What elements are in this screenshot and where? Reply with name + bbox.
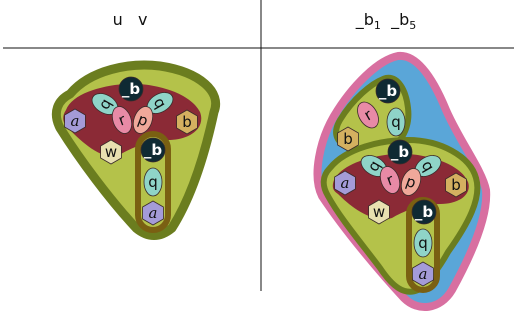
right-node-q3-label: q xyxy=(418,234,428,252)
right-node-b2-shape xyxy=(411,199,437,225)
right-node-t_q-label: q xyxy=(391,113,401,131)
left-node-a1: a xyxy=(64,108,86,134)
left-node-a2-shape xyxy=(142,200,164,226)
right-node-p-shape xyxy=(400,168,422,196)
right-node-t_bb-shape xyxy=(337,126,359,152)
right-node-t_q-shape xyxy=(386,107,406,137)
left-node-b2: _b xyxy=(140,137,166,163)
right-node-bb: b xyxy=(445,172,467,198)
right-node-t_b-shape xyxy=(375,78,401,104)
right-node-a1-shape xyxy=(334,170,356,196)
right-node-q1: q xyxy=(360,155,388,177)
right-node-t_bb-label: b xyxy=(343,130,353,148)
right-node-t_q: q xyxy=(386,107,406,137)
right-column-header: _b1 _b5 xyxy=(355,10,416,32)
right-node-p: p xyxy=(400,168,422,196)
left-node-b-label: _b xyxy=(122,80,141,98)
left-node-q3-shape xyxy=(143,167,163,197)
right-node-t_b: _b xyxy=(375,78,401,104)
left-node-a2-label: a xyxy=(149,204,158,222)
right-node-a1-label: a xyxy=(341,174,350,192)
right-node-r: r xyxy=(379,166,401,194)
right-node-q3-shape xyxy=(413,228,433,258)
left-node-b: _b xyxy=(118,76,144,102)
right-node-bb-shape xyxy=(445,172,467,198)
right-node-t_b-label: _b xyxy=(379,82,398,100)
left-node-q3: q xyxy=(143,167,163,197)
left-node-r: r xyxy=(111,106,133,134)
right-node-t_r: r xyxy=(357,101,379,129)
right-node-b2: _b xyxy=(411,199,437,225)
left-node-b-shape xyxy=(118,76,144,102)
right-node-w: w xyxy=(368,199,390,225)
right-node-a1: a xyxy=(334,170,356,196)
right-node-bb-label: b xyxy=(451,176,461,194)
left-node-a2: a xyxy=(142,200,164,226)
left-node-p-shape xyxy=(132,106,154,134)
left-node-b2-label: _b xyxy=(144,141,163,159)
left-node-w-label: w xyxy=(105,143,117,161)
right-node-b: _b xyxy=(387,139,413,165)
right-node-q3: q xyxy=(413,228,433,258)
left-node-q2: q xyxy=(146,92,174,114)
left-node-b2-shape xyxy=(140,137,166,163)
right-node-t_bb: b xyxy=(337,126,359,152)
right-node-w-shape xyxy=(368,199,390,225)
left-node-p: p xyxy=(132,106,154,134)
left-node-a1-shape xyxy=(64,108,86,134)
right-node-b-shape xyxy=(387,139,413,165)
right-node-a2: a xyxy=(412,261,434,287)
left-node-a1-label: a xyxy=(71,112,80,130)
left-node-r-shape xyxy=(111,106,133,134)
left-node-w: w xyxy=(100,139,122,165)
right-node-b-label: _b xyxy=(391,143,410,161)
left-column-header: u v xyxy=(113,10,148,29)
left-node-q1: q xyxy=(91,93,119,115)
left-node-bb-label: b xyxy=(182,113,192,131)
right-node-q2: q xyxy=(414,155,442,177)
right-node-a2-label: a xyxy=(419,265,428,283)
right-node-a2-shape xyxy=(412,261,434,287)
left-node-q3-label: q xyxy=(148,173,158,191)
left-node-w-shape xyxy=(100,139,122,165)
left-node-bb: b xyxy=(176,109,198,135)
left-node-bb-shape xyxy=(176,109,198,135)
right-node-b2-label: _b xyxy=(415,203,434,221)
right-node-r-shape xyxy=(379,166,401,194)
right-node-w-label: w xyxy=(373,203,385,221)
right-node-t_r-shape xyxy=(357,101,379,129)
